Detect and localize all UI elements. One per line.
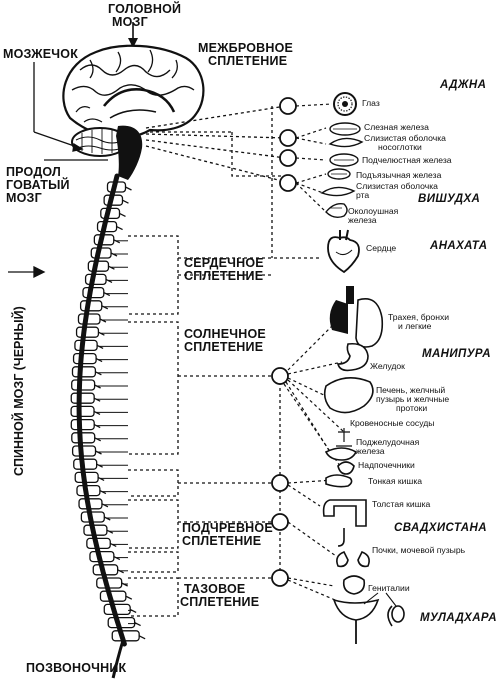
spinal-cord-label: СПИННОЙ МОЗГ (ЧЕРНЫЙ): [12, 306, 26, 476]
brain-arrow: [128, 22, 138, 48]
spinal-nerves: [96, 240, 137, 625]
vertebra: [73, 458, 98, 470]
cerebellum: [71, 127, 129, 157]
plexus-brackets: [128, 235, 179, 617]
organ-adrenals-label: Надпочечники: [358, 460, 415, 470]
chakra-vishuddha: ВИШУДХА: [418, 193, 481, 205]
organ-texture: [330, 128, 357, 209]
organ-eye-label: Глаз: [362, 98, 380, 108]
label-pointers: [8, 62, 108, 279]
vertebra: [71, 366, 97, 378]
vertebra: [70, 392, 95, 404]
ganglia: [271, 97, 297, 587]
organ-eye: [333, 92, 357, 116]
vertebra: [77, 313, 101, 325]
vertebra: [111, 630, 140, 642]
vertebra: [71, 379, 96, 391]
organ-heart: [327, 229, 360, 274]
organ-genitals-label: Гениталии: [368, 583, 410, 593]
organ-lungs: [329, 286, 384, 348]
plexus-connections: [145, 105, 322, 579]
organ-connections: [283, 103, 355, 609]
vertebra-process: [125, 595, 133, 600]
genital-pointers: [363, 592, 397, 607]
vertebra-process: [122, 199, 129, 204]
vertebra-process: [119, 212, 126, 217]
brain: [62, 44, 205, 139]
organ-submandibular-label: Подчелюстная железа: [362, 155, 452, 165]
vertebra: [79, 300, 103, 312]
organ-kidneys-label: Почки, мочевой пузырь: [372, 545, 466, 555]
spinal-cord: [76, 173, 127, 647]
cerebellum-label: МОЗЖЕЧОК: [3, 47, 79, 61]
chakra-anahata: АНАХАТА: [430, 240, 488, 252]
vertebra-process: [138, 635, 146, 640]
organ-vessels-label: Кровеносные сосуды: [350, 418, 435, 428]
vertebra: [82, 286, 105, 299]
organ-heart-label: Сердце: [366, 243, 397, 253]
vertebra-process: [116, 226, 123, 231]
organ-small-intestine-label: Тонкая кишка: [368, 476, 423, 486]
organ-sublingual-label: Подъязычная железа: [356, 170, 442, 180]
organ-lacrimal-label: Слезная железа: [364, 122, 429, 132]
vertebra: [70, 405, 95, 418]
cauda-equina: [111, 639, 125, 679]
vertebra-process: [125, 186, 132, 191]
organ-digestive: [322, 342, 405, 644]
chakra-muladhara: МУЛАДХАРА: [420, 612, 497, 624]
vertebra: [72, 352, 97, 365]
ganglion-trunk: [271, 106, 281, 580]
brainstem: [116, 125, 143, 180]
vertebra: [75, 326, 100, 338]
chakra-svadhisthana: СВАДХИСТАНА: [394, 522, 487, 534]
vertebral-column: [70, 173, 146, 679]
vertebra: [71, 432, 96, 444]
chakra-ajna: АДЖНА: [440, 79, 487, 91]
organ-stomach-label: Желудок: [370, 361, 405, 371]
vertebra: [70, 418, 95, 431]
vertebra: [74, 339, 98, 352]
vertebra: [71, 445, 97, 457]
spine-label: ПОЗВОНОЧНИК: [26, 661, 127, 675]
chakra-manipura: МАНИПУРА: [422, 348, 491, 360]
organ-large-intestine-label: Толстая кишка: [372, 499, 431, 509]
